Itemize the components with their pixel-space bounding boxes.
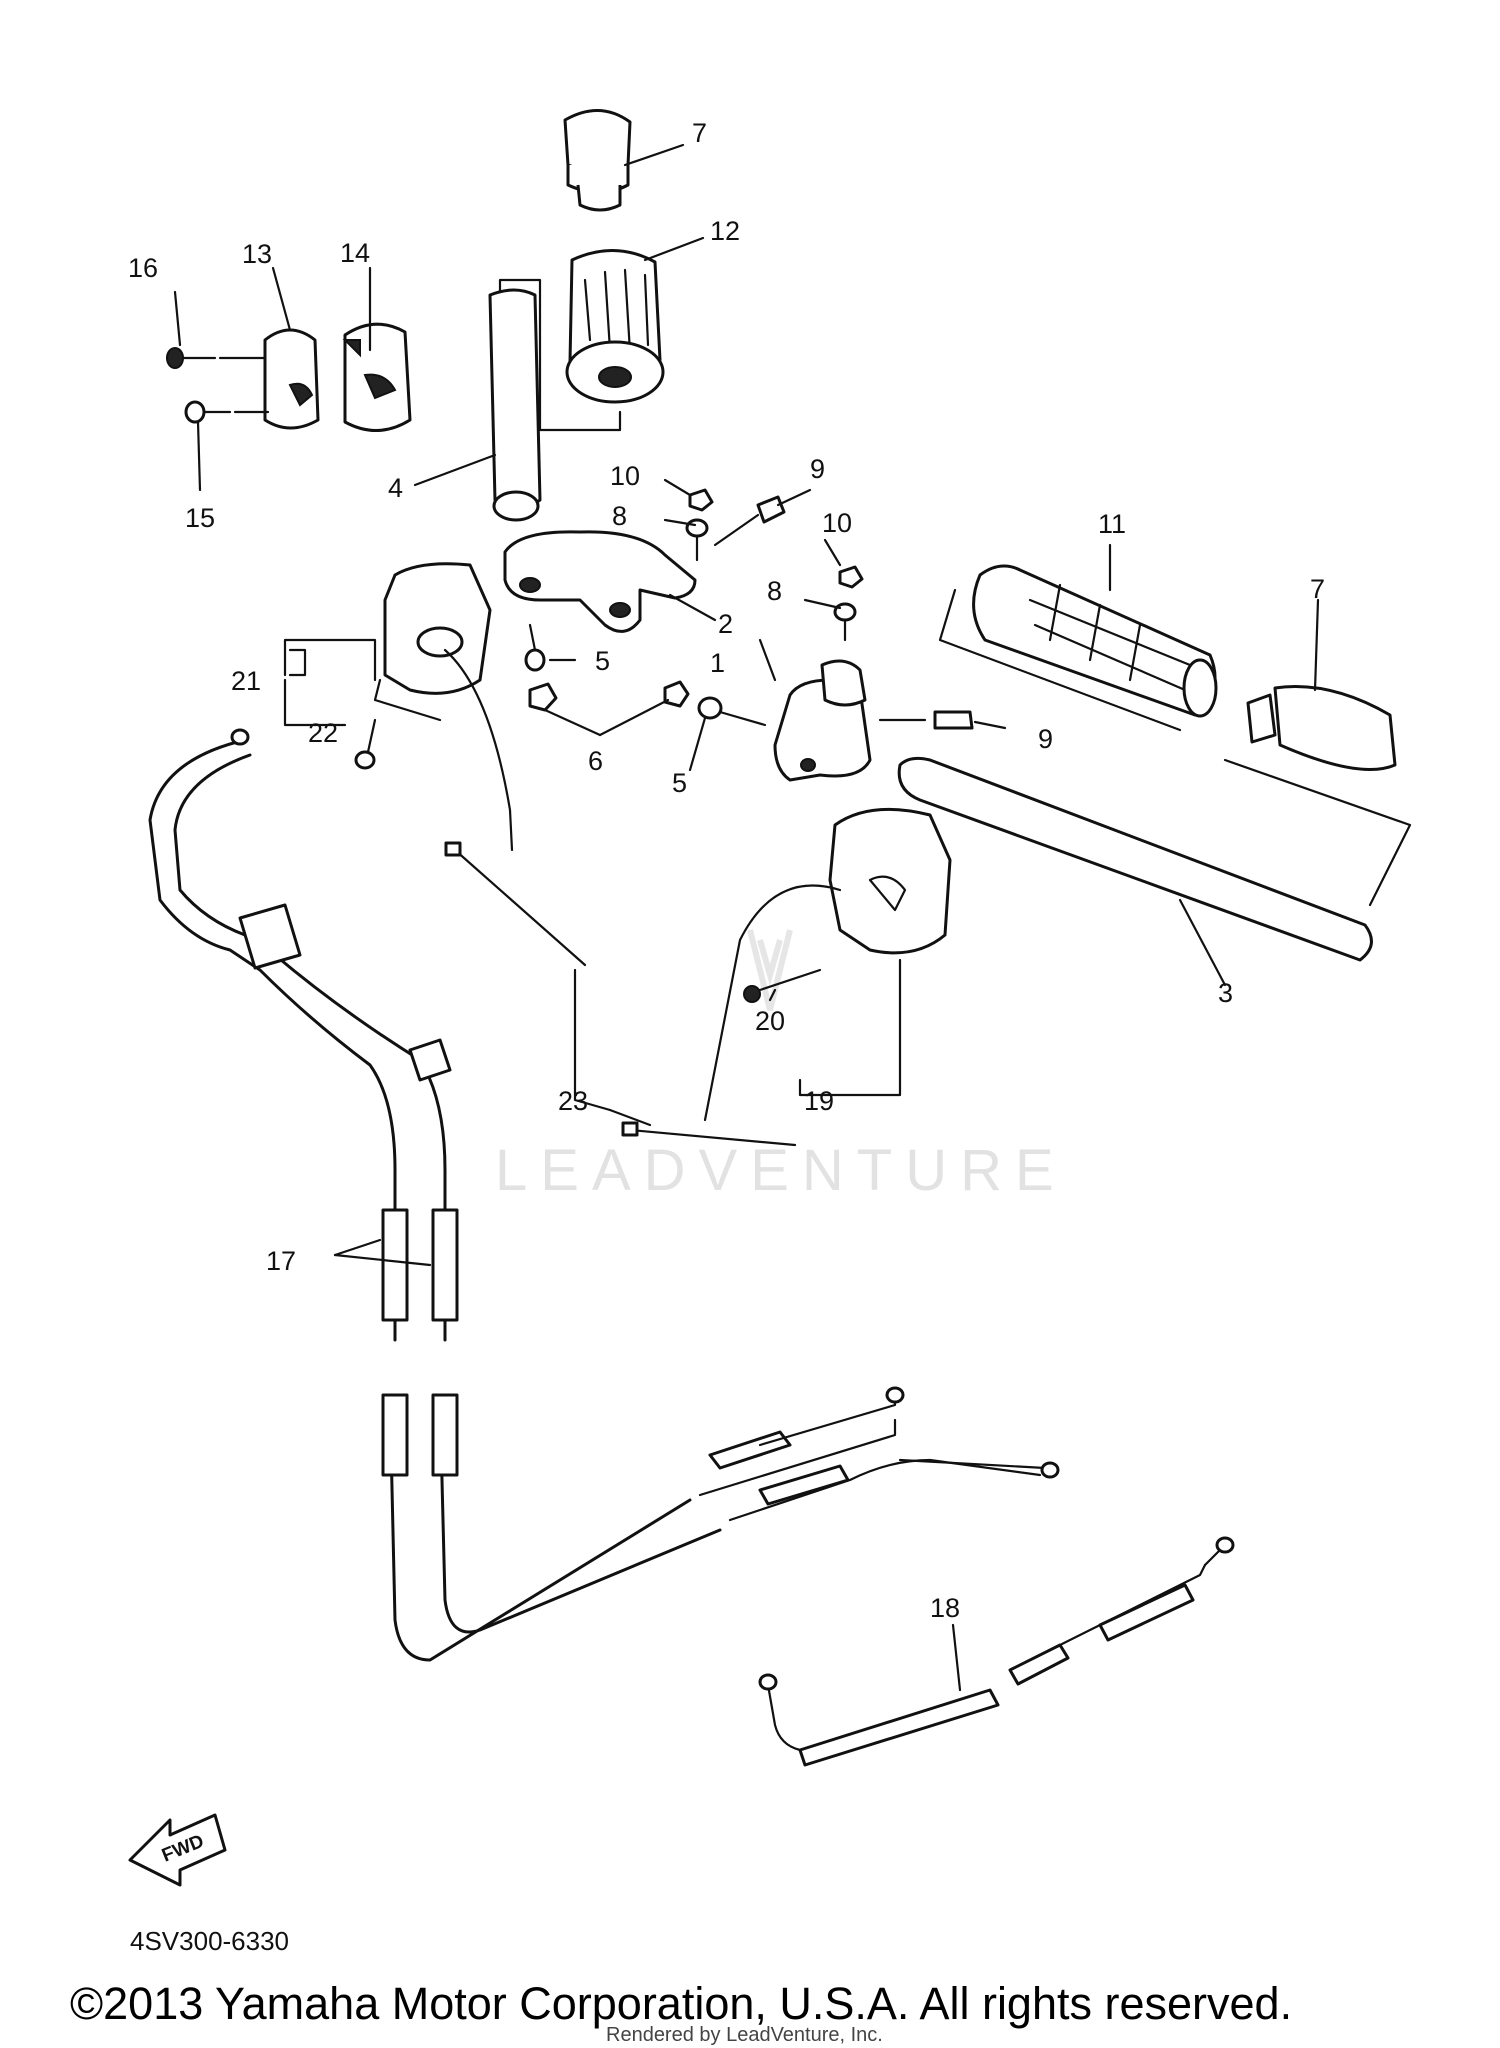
callout-5-lower: 5 [672,768,687,798]
part-14-housing-half [342,322,412,432]
callout-8-lower: 8 [767,576,782,606]
part-4-throttle-tube [488,278,622,522]
callout-13: 13 [242,239,272,269]
callout-19: 19 [804,1086,834,1116]
callout-18: 18 [930,1593,960,1623]
callout-17: 17 [266,1246,296,1276]
callout-16: 16 [128,253,158,283]
callout-7-right: 7 [1310,574,1325,604]
callout-1: 1 [710,648,725,678]
part-6-nut-left [528,682,558,712]
part-5-screw-upper [524,623,546,672]
part-21-switch [373,562,514,852]
callout-23: 23 [558,1086,588,1116]
part-19-switch [703,807,952,1122]
rendered-by-notice: Rendered by LeadVenture, Inc. [606,2024,883,2046]
part-8-screw-lower [833,602,857,642]
part-9-screw-upper [713,495,786,547]
callout-5-upper: 5 [595,646,610,676]
part-2-clamp [503,530,697,633]
part-7-right-bar-end [1246,685,1397,771]
part-17-throttle-cables [148,728,1060,1662]
part-22-screw [354,718,377,770]
part-6-nut-right [663,680,690,708]
part-9-screw-lower [878,710,974,730]
part-20-screw [743,968,822,1003]
fwd-arrow-icon: FWD [128,1813,227,1887]
part-13-housing-half [263,328,320,430]
watermark-text: LEADVENTURE [495,1138,1067,1203]
part-7-top-bar-end [563,109,632,212]
part-11-grip [938,564,1218,732]
callout-14: 14 [340,238,370,268]
callouts: 7 12 16 13 14 15 4 10 9 8 10 8 11 7 2 1 … [128,118,1325,1623]
part-23-cable-ties [444,841,797,1147]
copyright-notice: ©2013 Yamaha Motor Corporation, U.S.A. A… [70,1978,1293,2029]
watermark: LEADVENTURE [495,929,1067,1203]
part-16-screw [166,347,267,369]
leader-lines [173,143,1320,1692]
callout-12: 12 [710,216,740,246]
part-1-clamp [773,659,872,782]
part-3-handlebar [897,756,1412,962]
part-12-throttle-grip [565,249,665,404]
callout-11: 11 [1098,509,1126,539]
part-15-screw [184,400,270,424]
callout-10-upper: 10 [610,461,640,491]
callout-15: 15 [185,503,215,533]
diagram-code: 4SV300-6330 [130,1926,289,1956]
callout-4: 4 [388,473,403,503]
callout-10-lower: 10 [822,508,852,538]
part-8-screw-upper [685,518,709,562]
callout-22: 22 [308,718,338,748]
part-5-screw-lower [697,696,767,727]
part-18-clutch-cable [758,1536,1235,1767]
part-10-nut-upper [688,488,714,512]
callout-9-lower: 9 [1038,724,1053,754]
callout-20: 20 [755,1006,785,1036]
callout-3: 3 [1218,978,1233,1008]
callout-9-upper: 9 [810,454,825,484]
callout-7-top: 7 [692,118,707,148]
part-10-nut-lower [838,565,864,589]
callout-21: 21 [231,666,261,696]
callout-8-upper: 8 [612,501,627,531]
callout-6: 6 [588,746,603,776]
callout-2: 2 [718,609,733,639]
